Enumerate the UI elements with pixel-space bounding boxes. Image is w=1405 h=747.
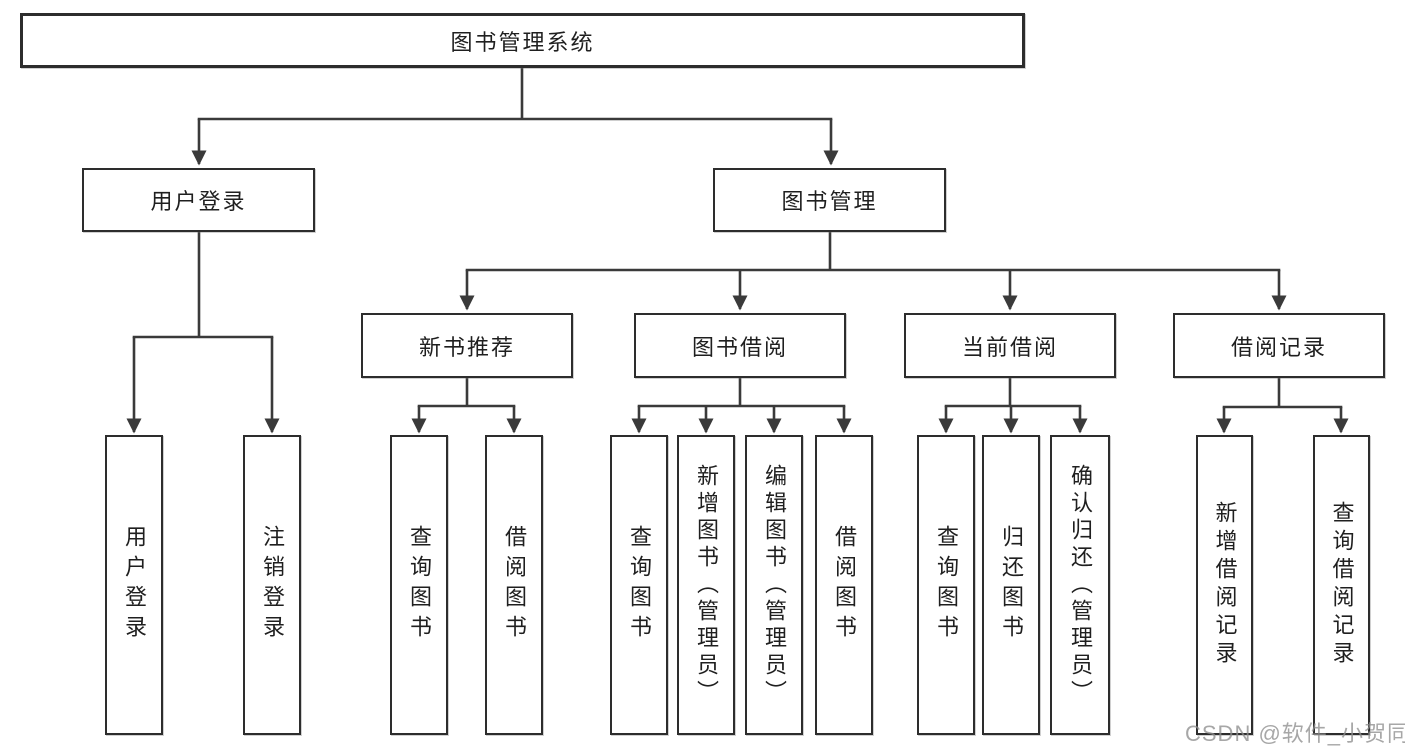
node-user-login: 用户登录 (82, 168, 315, 232)
node-borrow-records: 借阅记录 (1173, 313, 1385, 378)
leaf-borrowing-query-books: 查询图书 (610, 435, 668, 735)
leaf-add-borrow-record: 新增借阅记录 (1196, 435, 1253, 735)
node-current-borrowing: 当前借阅 (904, 313, 1116, 378)
node-book-borrowing: 图书借阅 (634, 313, 846, 378)
csdn-watermark: CSDN @软件_小贺同学 (1185, 721, 1405, 746)
leaf-confirm-return-admin: 确认归还（管理员） (1050, 435, 1110, 735)
leaf-add-book-admin: 新增图书（管理员） (677, 435, 735, 735)
trunk-lines (132, 66, 1343, 409)
node-new-book-recommend: 新书推荐 (361, 313, 573, 378)
node-book-management: 图书管理 (713, 168, 946, 232)
leaf-borrow-book: 借阅图书 (815, 435, 873, 735)
leaf-query-borrow-record: 查询借阅记录 (1313, 435, 1370, 735)
arrow-lines (126, 119, 1349, 434)
node-root-system: 图书管理系统 (20, 13, 1025, 68)
leaf-current-query-books: 查询图书 (917, 435, 975, 735)
leaf-recommend-borrow-books: 借阅图书 (485, 435, 543, 735)
leaf-user-login: 用户登录 (105, 435, 163, 735)
leaf-logout: 注销登录 (243, 435, 301, 735)
leaf-edit-book-admin: 编辑图书（管理员） (745, 435, 803, 735)
leaf-return-book: 归还图书 (982, 435, 1040, 735)
leaf-recommend-query-books: 查询图书 (390, 435, 448, 735)
